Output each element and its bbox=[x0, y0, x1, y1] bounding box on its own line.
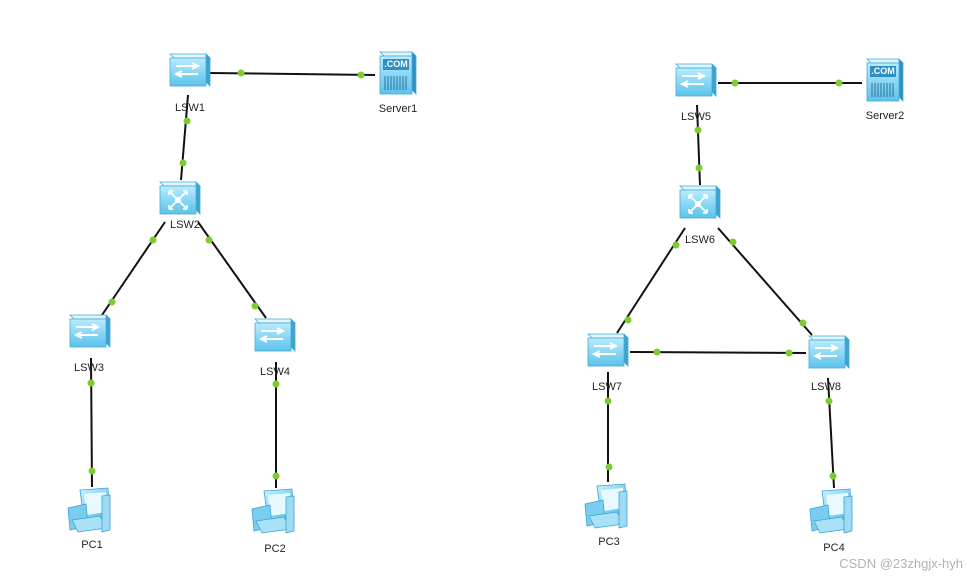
port-dot bbox=[835, 79, 843, 87]
port-dot bbox=[179, 159, 187, 167]
pc-icon bbox=[67, 487, 111, 533]
device-labels: LSW1 Server1 LSW2 LSW3 LSW4 PC1 PC2 LSW5… bbox=[74, 102, 904, 555]
port-dot bbox=[605, 463, 613, 471]
port-dot bbox=[237, 69, 245, 77]
port-dot bbox=[672, 241, 680, 249]
device-label: PC2 bbox=[264, 543, 285, 555]
switch-icon bbox=[808, 335, 850, 369]
device-label: Server1 bbox=[379, 103, 418, 115]
switch-icon bbox=[169, 53, 211, 87]
device-label: PC4 bbox=[823, 542, 844, 554]
device-label: PC3 bbox=[598, 536, 619, 548]
port-dot bbox=[694, 126, 702, 134]
port-dot bbox=[653, 348, 661, 356]
port-dot bbox=[272, 472, 280, 480]
device-label: Server2 bbox=[866, 110, 905, 122]
link-lsw3-pc1[interactable] bbox=[90, 357, 93, 488]
link-lsw6-lsw8[interactable] bbox=[717, 227, 813, 336]
switch-icon bbox=[254, 318, 296, 352]
device-lsw8[interactable] bbox=[808, 335, 850, 369]
pc-icon bbox=[584, 483, 628, 529]
device-label: LSW3 bbox=[74, 362, 104, 374]
port-dot bbox=[825, 397, 833, 405]
port-dot bbox=[829, 472, 837, 480]
watermark: CSDN @23zhgjx-hyh bbox=[839, 556, 963, 571]
device-label: LSW5 bbox=[681, 111, 711, 123]
port-dot bbox=[785, 349, 793, 357]
switch-icon bbox=[69, 314, 111, 348]
device-lsw6[interactable] bbox=[679, 185, 721, 219]
port-dot bbox=[251, 302, 259, 310]
device-label: LSW7 bbox=[592, 381, 622, 393]
server-badge: .COM bbox=[384, 59, 408, 69]
device-lsw2[interactable] bbox=[159, 181, 201, 215]
port-dot bbox=[799, 319, 807, 327]
port-dot bbox=[695, 164, 703, 172]
link-lsw5-lsw6[interactable] bbox=[696, 104, 701, 186]
device-label: PC1 bbox=[81, 539, 102, 551]
port-dot bbox=[729, 238, 737, 246]
device-pc3[interactable] bbox=[584, 483, 628, 529]
device-label: LSW6 bbox=[685, 234, 715, 246]
device-label: LSW1 bbox=[175, 102, 205, 114]
device-label: LSW4 bbox=[260, 366, 290, 378]
device-lsw1[interactable] bbox=[169, 53, 211, 87]
device-lsw3[interactable] bbox=[69, 314, 111, 348]
device-label: LSW8 bbox=[811, 381, 841, 393]
link-lsw8-pc4[interactable] bbox=[827, 377, 835, 489]
port-dot bbox=[149, 236, 157, 244]
port-dot bbox=[108, 298, 116, 306]
device-label: LSW2 bbox=[170, 219, 200, 231]
port-dot bbox=[183, 117, 191, 125]
device-lsw4[interactable] bbox=[254, 318, 296, 352]
port-dot bbox=[731, 79, 739, 87]
port-dot bbox=[604, 397, 612, 405]
device-server1[interactable]: .COM bbox=[379, 51, 417, 95]
core-switch-icon bbox=[679, 185, 721, 219]
port-dot bbox=[87, 379, 95, 387]
port-dot bbox=[272, 380, 280, 388]
core-switch-icon bbox=[159, 181, 201, 215]
device-pc4[interactable] bbox=[809, 488, 853, 534]
device-lsw7[interactable] bbox=[587, 333, 629, 367]
port-indicators bbox=[87, 69, 843, 480]
port-dot bbox=[357, 71, 365, 79]
pc-icon bbox=[251, 488, 295, 534]
switch-icon bbox=[587, 333, 629, 367]
port-dot bbox=[624, 316, 632, 324]
links bbox=[90, 72, 862, 489]
pc-icon bbox=[809, 488, 853, 534]
switch-icon bbox=[675, 63, 717, 97]
device-pc2[interactable] bbox=[251, 488, 295, 534]
device-lsw5[interactable] bbox=[675, 63, 717, 97]
server-badge: .COM bbox=[871, 66, 895, 76]
device-pc1[interactable] bbox=[67, 487, 111, 533]
link-lsw1-server1[interactable] bbox=[209, 72, 376, 76]
port-dot bbox=[88, 467, 96, 475]
port-dot bbox=[205, 236, 213, 244]
device-server2[interactable]: .COM bbox=[866, 58, 904, 102]
